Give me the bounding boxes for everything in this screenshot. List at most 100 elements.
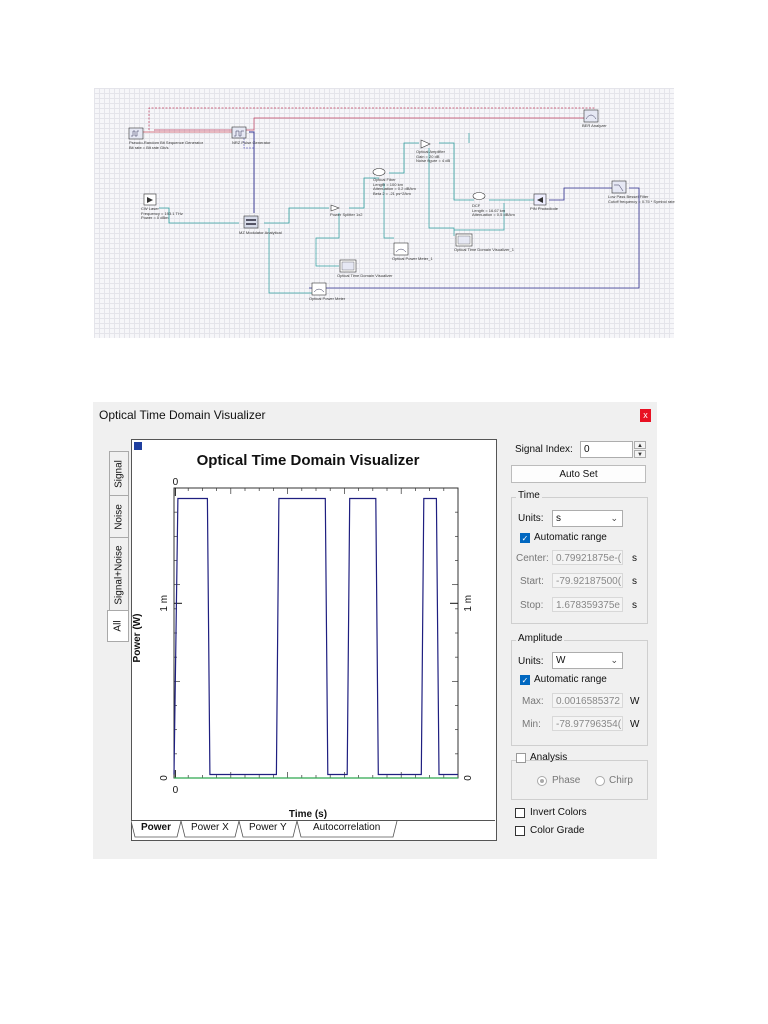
y-tick-label: 0 bbox=[159, 775, 170, 781]
chirp-radio[interactable] bbox=[595, 776, 605, 786]
cw-laser-block-icon[interactable] bbox=[143, 193, 157, 206]
chart-tick-labels: 001 n1 n001 m1 m bbox=[159, 477, 474, 796]
analysis-group bbox=[511, 760, 648, 800]
time-auto-range-label: Automatic range bbox=[534, 532, 607, 543]
amplitude-auto-range-checkbox[interactable]: ✓ bbox=[520, 675, 530, 685]
pin-label: PIN Photodiode bbox=[530, 206, 559, 211]
opm-block-icon[interactable] bbox=[311, 282, 327, 296]
signal-index-label: Signal Index: bbox=[515, 444, 573, 455]
amplitude-units-select[interactable]: W⌄ bbox=[552, 652, 623, 669]
splitter-label: Power Splitter 1x2 bbox=[330, 212, 363, 217]
phase-radio[interactable] bbox=[537, 776, 547, 786]
plot-box bbox=[173, 487, 459, 779]
bottom-tabs-outline bbox=[131, 820, 495, 838]
y-tick-label: 1 m bbox=[159, 595, 170, 612]
fiber-block-icon[interactable] bbox=[372, 168, 386, 176]
otdv1-label: Optical Time Domain Visualizer bbox=[337, 273, 393, 278]
chevron-down-icon: ⌄ bbox=[610, 655, 618, 665]
ber-block-icon[interactable] bbox=[583, 109, 599, 123]
tab-signal-noise[interactable]: Signal+Noise bbox=[109, 537, 129, 612]
time-group bbox=[511, 497, 648, 624]
tab-power[interactable]: Power bbox=[141, 822, 172, 833]
mz-label: MZ Modulator Analytical bbox=[239, 230, 282, 235]
chirp-label: Chirp bbox=[609, 775, 633, 786]
x-tick-label-top: 0 bbox=[173, 477, 179, 488]
max-unit: W bbox=[630, 696, 640, 707]
tab-noise[interactable]: Noise bbox=[109, 495, 129, 539]
signal-index-up-icon[interactable]: ▲ bbox=[634, 441, 646, 449]
tab-power-y[interactable]: Power Y bbox=[249, 822, 287, 833]
x-axis-label: Time (s) bbox=[289, 809, 327, 820]
auto-set-button[interactable]: Auto Set bbox=[511, 465, 646, 483]
max-label: Max: bbox=[522, 696, 544, 707]
otdv2-label: Optical Time Domain Visualizer_1 bbox=[454, 247, 514, 252]
chart-title: Optical Time Domain Visualizer bbox=[197, 452, 420, 469]
phase-label: Phase bbox=[552, 775, 581, 786]
ber-label: BER Analyzer bbox=[582, 123, 607, 128]
color-grade-label: Color Grade bbox=[530, 825, 585, 836]
stop-field[interactable]: 1.678359375e bbox=[552, 597, 623, 612]
splitter-block-icon[interactable] bbox=[330, 204, 340, 212]
opm1-label: Optical Power Meter_1 bbox=[392, 256, 433, 261]
window-title: Optical Time Domain Visualizer bbox=[99, 408, 266, 422]
mz-modulator-block-icon[interactable] bbox=[243, 215, 259, 229]
time-units-label: Units: bbox=[518, 513, 544, 524]
min-field[interactable]: -78.97796354( bbox=[552, 716, 623, 731]
dcf-block-icon[interactable] bbox=[472, 192, 486, 200]
otdv1-block-icon[interactable] bbox=[339, 259, 357, 273]
amplitude-group bbox=[511, 640, 648, 746]
chart-axes bbox=[173, 487, 459, 779]
tab-all[interactable]: All bbox=[107, 610, 129, 642]
center-unit: s bbox=[632, 553, 637, 564]
y-axis-label: Power (W) bbox=[132, 614, 143, 663]
schematic-wires bbox=[128, 107, 640, 296]
tab-signal[interactable]: Signal bbox=[109, 451, 129, 497]
max-field[interactable]: 0.0016585372 bbox=[552, 693, 623, 708]
chart-series bbox=[173, 497, 458, 779]
nrz-block-icon[interactable] bbox=[231, 126, 247, 139]
bottom-tabs: Power Power X Power Y Autocorrelation bbox=[131, 820, 495, 838]
invert-colors-label: Invert Colors bbox=[530, 807, 587, 818]
amplifier-block-icon[interactable] bbox=[420, 139, 431, 149]
power-chart: Optical Time Domain Visualizer 001 n1 n0… bbox=[132, 442, 474, 820]
time-auto-range-checkbox[interactable]: ✓ bbox=[520, 533, 530, 543]
plot-menu-icon[interactable] bbox=[134, 442, 142, 450]
amplitude-auto-range-label: Automatic range bbox=[534, 674, 607, 685]
start-unit: s bbox=[632, 576, 637, 587]
visualizer-window: Optical Time Domain Visualizer x Signal … bbox=[93, 402, 657, 859]
amplitude-units-label: Units: bbox=[518, 656, 544, 667]
prbs-block-icon[interactable] bbox=[128, 127, 144, 140]
stop-label: Stop: bbox=[520, 600, 544, 611]
y-tick-label-right: 0 bbox=[463, 775, 474, 781]
lpf-block-icon[interactable] bbox=[611, 180, 627, 194]
signal-index-down-icon[interactable]: ▼ bbox=[634, 450, 646, 458]
min-label: Min: bbox=[522, 719, 541, 730]
center-label: Center: bbox=[516, 553, 549, 564]
start-field[interactable]: -79.92187500( bbox=[552, 573, 623, 588]
opm1-block-icon[interactable] bbox=[393, 242, 409, 256]
invert-colors-checkbox[interactable] bbox=[515, 808, 525, 818]
center-field[interactable]: 0.79921875e-( bbox=[552, 550, 623, 565]
close-button[interactable]: x bbox=[640, 409, 651, 422]
opm-label: Optical Power Meter bbox=[309, 296, 346, 301]
tab-autocorrelation[interactable]: Autocorrelation bbox=[313, 822, 381, 833]
analysis-label: Analysis bbox=[530, 752, 568, 763]
analysis-checkbox[interactable] bbox=[516, 753, 526, 763]
color-grade-checkbox[interactable] bbox=[515, 826, 525, 836]
y-tick-label-right: 1 m bbox=[463, 595, 474, 612]
otdv2-block-icon[interactable] bbox=[455, 233, 473, 247]
signal-index-input[interactable]: 0 bbox=[580, 441, 633, 458]
stop-unit: s bbox=[632, 600, 637, 611]
amplitude-group-title: Amplitude bbox=[516, 633, 565, 644]
plot-area[interactable]: Optical Time Domain Visualizer 001 n1 n0… bbox=[131, 439, 497, 841]
pin-block-icon[interactable] bbox=[533, 193, 547, 206]
start-label: Start: bbox=[520, 576, 544, 587]
time-units-select[interactable]: s⌄ bbox=[552, 510, 623, 527]
tab-power-x[interactable]: Power X bbox=[191, 822, 229, 833]
